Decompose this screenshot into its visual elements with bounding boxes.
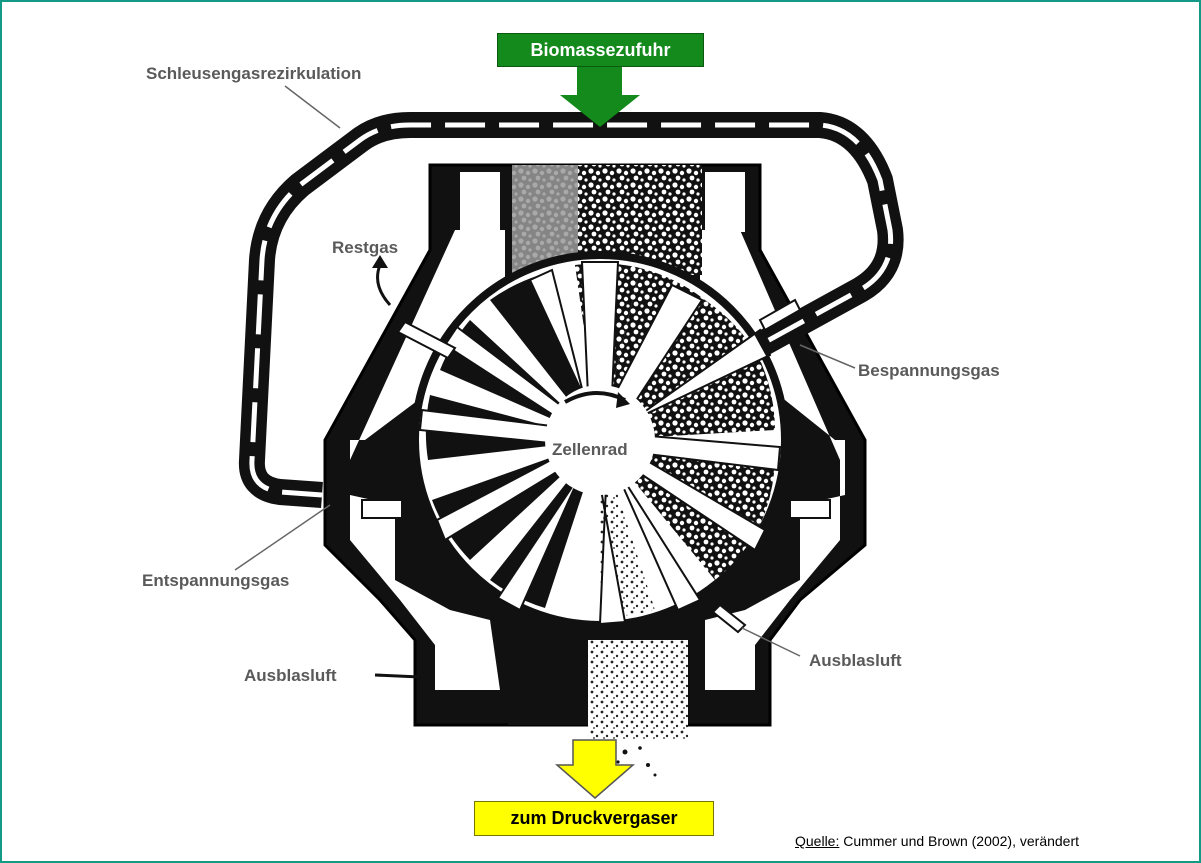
source-prefix: Quelle: [795,833,839,849]
outlet-label-box: zum Druckvergaser [474,801,714,836]
blow-air-left-label: Ausblasluft [244,666,337,686]
recirculation-label: Schleusengasrezirkulation [146,64,361,84]
leader-depressurizing [235,505,330,570]
ausblas-left-arrow [375,675,420,677]
outlet-arrow [557,740,633,798]
blow-air-right-label: Ausblasluft [809,651,902,671]
port-right [790,500,830,518]
rotor-label: Zellenrad [552,440,628,460]
port-left [362,500,402,518]
pressurizing-gas-label: Bespannungsgas [858,361,1000,381]
source-text: Cummer und Brown (2002), verändert [839,833,1079,849]
residual-gas-label: Restgas [332,238,398,258]
leader-recirculation [285,86,340,128]
restgas-curve-arrow [378,265,390,305]
housing-top-left-block [460,172,500,232]
depressurizing-gas-label: Entspannungsgas [142,571,289,591]
housing-top-right-block [705,172,745,232]
source-note: Quelle: Cummer und Brown (2002), verände… [795,833,1079,849]
feed-label-box: Biomassezufuhr [497,33,704,67]
